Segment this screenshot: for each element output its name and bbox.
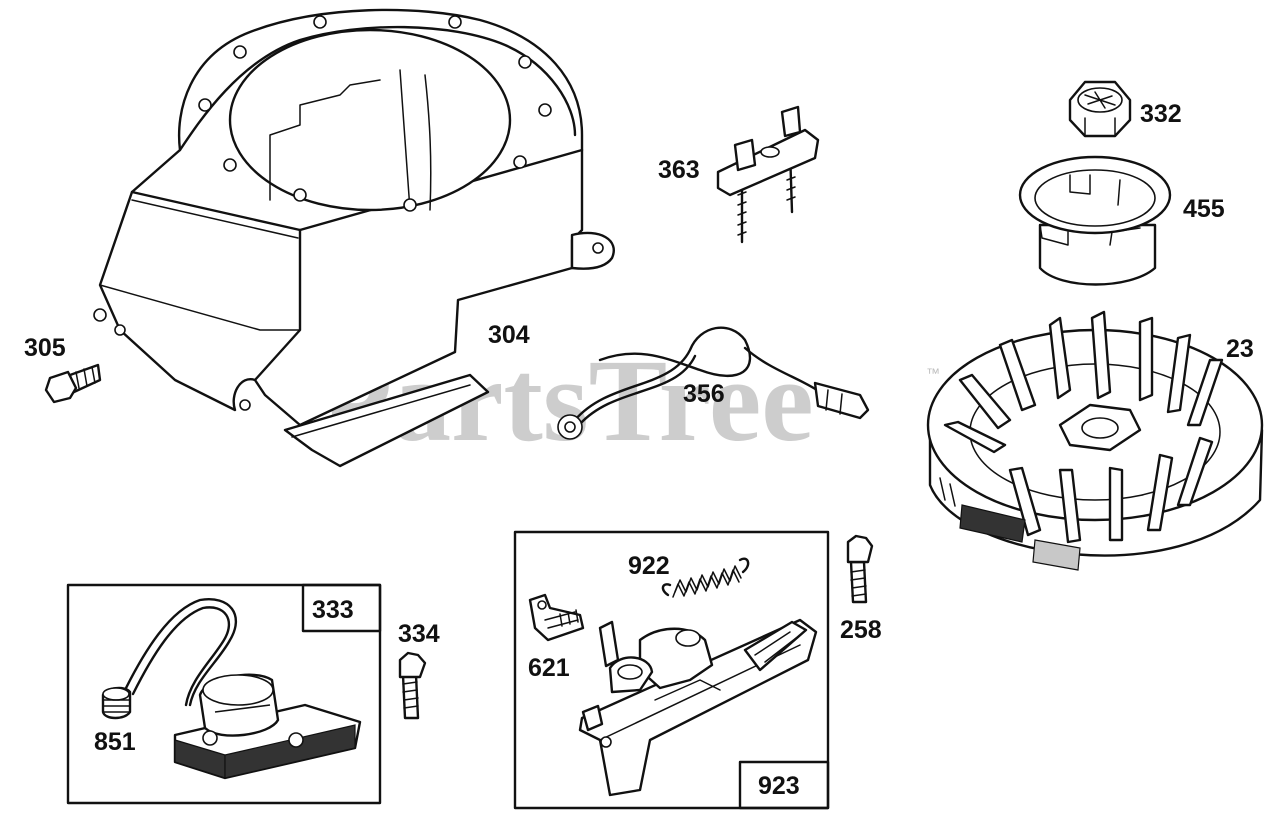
label-922[interactable]: 922 bbox=[628, 552, 670, 580]
label-334[interactable]: 334 bbox=[398, 620, 440, 648]
part-nut[interactable] bbox=[1068, 80, 1132, 138]
part-ignition-coil[interactable] bbox=[123, 598, 362, 780]
part-spark-boot[interactable] bbox=[101, 686, 132, 720]
ignition-kit-label-box bbox=[301, 583, 382, 633]
part-blower-housing[interactable] bbox=[93, 8, 615, 468]
label-923[interactable]: 923 bbox=[758, 772, 800, 800]
label-304[interactable]: 304 bbox=[488, 321, 530, 349]
part-governor-bracket[interactable] bbox=[578, 618, 818, 797]
label-455[interactable]: 455 bbox=[1183, 195, 1225, 223]
part-clip[interactable] bbox=[528, 593, 585, 642]
label-258[interactable]: 258 bbox=[840, 616, 882, 644]
governor-kit-label-box bbox=[738, 760, 830, 810]
label-23[interactable]: 23 bbox=[1226, 335, 1254, 363]
label-363[interactable]: 363 bbox=[658, 156, 700, 184]
ignition-kit-box bbox=[66, 583, 382, 805]
label-356[interactable]: 356 bbox=[683, 380, 725, 408]
label-333[interactable]: 333 bbox=[312, 596, 354, 624]
part-flywheel[interactable] bbox=[926, 310, 1264, 571]
label-851[interactable]: 851 bbox=[94, 728, 136, 756]
part-terminal-bracket[interactable] bbox=[716, 105, 820, 244]
part-spring[interactable] bbox=[661, 557, 750, 598]
part-starter-cup[interactable] bbox=[1018, 155, 1172, 286]
part-screw-305[interactable] bbox=[44, 363, 102, 404]
watermark-trademark: ™ bbox=[926, 365, 940, 381]
part-coil-screw[interactable] bbox=[398, 651, 427, 720]
part-ground-wire[interactable] bbox=[557, 326, 870, 440]
governor-kit-box bbox=[513, 530, 830, 810]
label-332[interactable]: 332 bbox=[1140, 100, 1182, 128]
part-screw-258[interactable] bbox=[846, 534, 874, 604]
label-621[interactable]: 621 bbox=[528, 654, 570, 682]
label-305[interactable]: 305 bbox=[24, 334, 66, 362]
